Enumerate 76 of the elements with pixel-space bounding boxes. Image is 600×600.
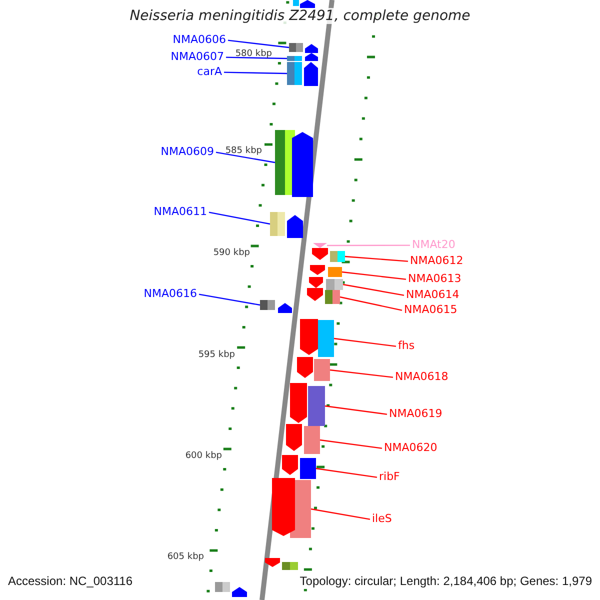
gene-label: NMA0613 (408, 273, 462, 286)
gene-feature (326, 279, 343, 290)
gene-feature (328, 267, 342, 277)
title: Neisseria meningitidis Z2491, complete genome (130, 8, 470, 24)
gene-label: fhs (398, 340, 415, 353)
gene-label: NMA0614 (406, 289, 460, 302)
leader-line (216, 152, 276, 164)
gene-label: NMA0620 (384, 442, 438, 455)
gene-feature (293, 0, 299, 6)
gene-block (290, 383, 307, 423)
gene-feature (325, 290, 340, 304)
gene-block (287, 215, 303, 238)
gene-feature (300, 458, 316, 479)
scale-label: 580 kbp (235, 49, 272, 60)
gene-feature (260, 300, 275, 310)
scale-label: 590 kbp (213, 248, 250, 258)
gene-block (305, 44, 318, 53)
gene-feature (287, 56, 302, 61)
leader-line (228, 40, 290, 48)
info-text: Topology: circular; Length: 2,184,406 bp; Genes: 1,979 (300, 575, 592, 589)
gene-label: NMA0607 (170, 51, 224, 64)
leader-line (344, 256, 408, 262)
gene-feature (330, 251, 345, 262)
leader-line (316, 468, 378, 478)
gene-feature (308, 386, 325, 426)
gene-feature (314, 359, 330, 381)
gene-label: NMA0615 (404, 304, 458, 317)
gene-label: ileS (372, 513, 392, 526)
gene-block (310, 265, 325, 275)
scale-label: 600 kbp (185, 451, 222, 462)
gene-block (312, 248, 328, 260)
gene-label: carA (197, 66, 222, 79)
gene-label: NMA0619 (389, 408, 442, 421)
leader-line (226, 56, 288, 60)
gene-block (265, 558, 280, 567)
leader-line (342, 271, 406, 280)
scale-label: 605 kbp (167, 552, 204, 562)
leader-line (324, 405, 388, 415)
leader-line (320, 439, 382, 449)
gene-feature (215, 582, 230, 592)
gene-feature (289, 43, 303, 52)
gene-label: NMA0612 (410, 255, 464, 268)
gene-block (272, 478, 295, 536)
gene-feature (270, 212, 285, 236)
leader-line (334, 338, 396, 347)
gene-feature (287, 62, 302, 85)
gene-label: NMA0611 (154, 206, 207, 219)
gene-feature (304, 426, 320, 454)
gene-label: ribF (379, 471, 400, 484)
gene-block (232, 587, 247, 597)
gene-block (309, 277, 323, 288)
leader-line (342, 284, 404, 296)
gene-block (297, 357, 313, 378)
gene-block (300, 319, 318, 355)
gene-block (282, 455, 298, 475)
leader-line (330, 369, 394, 378)
scale-label: 595 kbp (198, 350, 235, 360)
leader-line (208, 212, 270, 225)
gene-block (286, 424, 302, 451)
scale-label: 585 kbp (225, 146, 262, 156)
gene-feature (318, 320, 334, 357)
gene-feature (282, 562, 298, 570)
gene-label: NMA0606 (172, 34, 226, 47)
gene-block (292, 132, 313, 197)
gene-block (278, 303, 292, 313)
leader-line (327, 244, 410, 246)
leader-line (198, 294, 260, 306)
gene-label: NMA0609 (160, 146, 214, 159)
leader-line (310, 508, 370, 520)
gene-label: NMAt20 (412, 239, 456, 252)
leader-line (340, 296, 402, 311)
gene-label: NMA0618 (395, 371, 448, 384)
gene-label: NMA0616 (144, 288, 197, 301)
gene-block (307, 288, 323, 301)
leader-line (224, 72, 288, 74)
info-text: Accession: NC_003116 (8, 575, 133, 589)
